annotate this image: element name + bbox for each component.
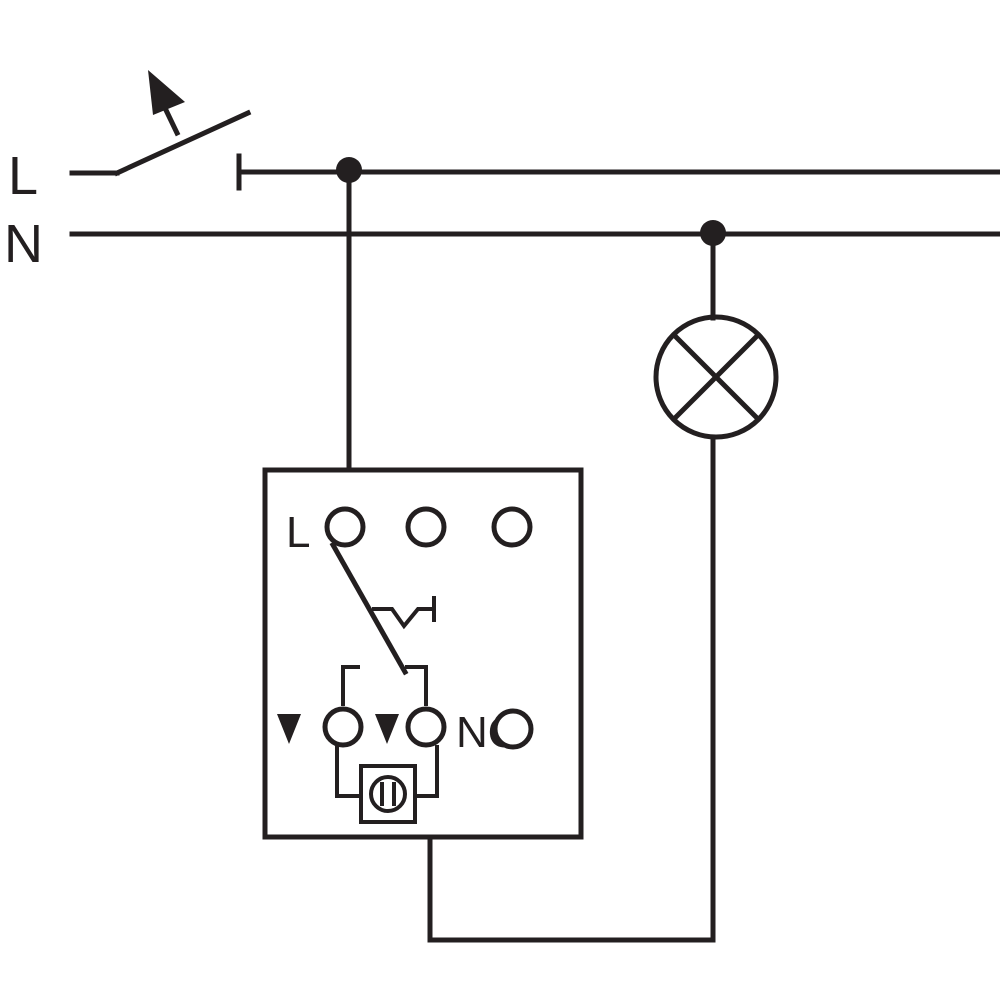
switch-arrow-icon bbox=[148, 70, 185, 137]
switch-blade bbox=[113, 109, 252, 177]
terminal-l bbox=[324, 506, 366, 548]
triangle-marker-icon bbox=[277, 714, 301, 744]
terminal-bottom-left bbox=[322, 706, 364, 748]
pushbutton-wire-right bbox=[413, 745, 439, 798]
line-label: L bbox=[8, 146, 38, 206]
triangle-marker-icon bbox=[375, 714, 399, 744]
terminal-top-right bbox=[491, 506, 533, 548]
main-switch bbox=[69, 70, 252, 191]
terminal-no bbox=[492, 708, 534, 750]
pushbutton-icon bbox=[359, 764, 417, 824]
neutral-label: N bbox=[4, 214, 43, 274]
relay-actuator-link bbox=[372, 607, 434, 630]
pushbutton-wire-left bbox=[335, 745, 363, 798]
relay-contact-blade bbox=[329, 541, 409, 676]
device-input-label: L bbox=[286, 508, 310, 557]
device-output-wire bbox=[427, 834, 716, 943]
contact-bracket-left bbox=[341, 665, 360, 706]
terminal-bottom-middle bbox=[405, 706, 447, 748]
terminal-top-middle bbox=[405, 506, 447, 548]
contact-bracket-right bbox=[405, 665, 428, 706]
device-box bbox=[262, 467, 584, 840]
lamp-icon bbox=[653, 314, 779, 440]
